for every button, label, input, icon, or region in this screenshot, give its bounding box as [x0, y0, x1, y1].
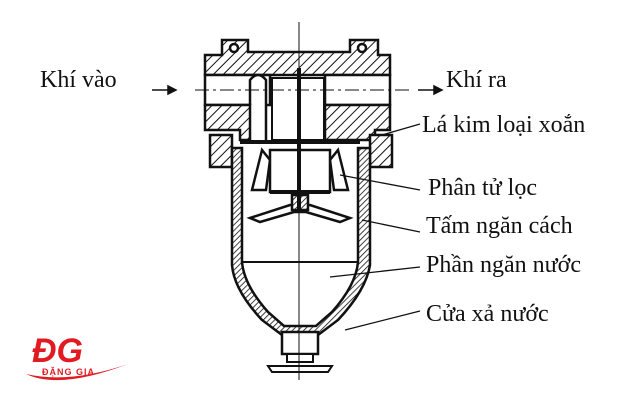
filter-cone	[250, 147, 272, 192]
label-baffle-plate: Tấm ngăn cách	[426, 213, 573, 239]
drain-valve	[280, 330, 320, 356]
leader-lines	[329, 123, 421, 331]
label-metal-vane: Lá kim loại xoắn	[422, 112, 586, 138]
svg-text:ĐẶNG GIA: ĐẶNG GIA	[42, 367, 95, 377]
svg-text:ĐG: ĐG	[32, 332, 83, 370]
bowl	[230, 146, 372, 337]
label-filter-element: Phân tử lọc	[428, 175, 537, 201]
drain-handle	[266, 365, 334, 373]
label-water-chamber: Phần ngăn nước	[426, 252, 582, 278]
dang-gia-logo: ĐG ĐẶNG GIA	[26, 332, 128, 381]
label-drain: Cửa xả nước	[426, 301, 549, 327]
label-inlet: Khí vào	[40, 67, 117, 93]
label-outlet: Khí ra	[446, 67, 507, 93]
